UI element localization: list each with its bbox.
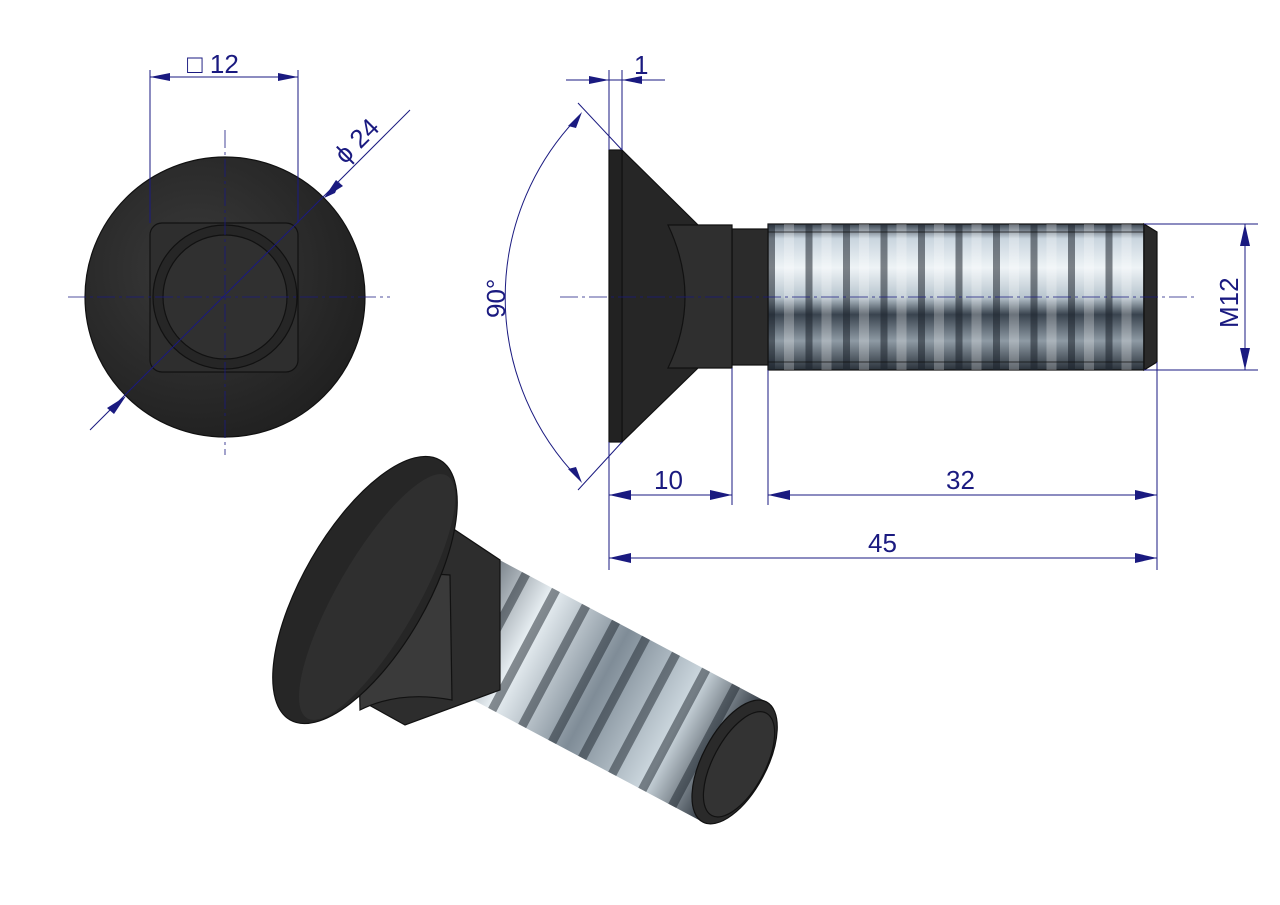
head-rim (608, 149, 623, 443)
diameter-dim-label: ϕ 24 (328, 112, 385, 169)
top-view: □ 12 ϕ 24 (68, 49, 411, 455)
neck-length-label: 10 (654, 465, 683, 495)
angle-arc (504, 114, 581, 481)
diameter-dim-line (89, 109, 411, 431)
total-length-label: 45 (868, 528, 897, 558)
angle-label: 90° (481, 279, 511, 318)
square-neck-side (667, 224, 733, 369)
side-view: 1 90° 10 32 45 M12 (481, 50, 1258, 570)
thread-size-label: M12 (1214, 277, 1244, 328)
isometric-view (272, 455, 778, 825)
thread-length-label: 32 (946, 465, 975, 495)
square-dim-label: □ 12 (187, 49, 239, 79)
head-thickness-label: 1 (634, 50, 648, 80)
